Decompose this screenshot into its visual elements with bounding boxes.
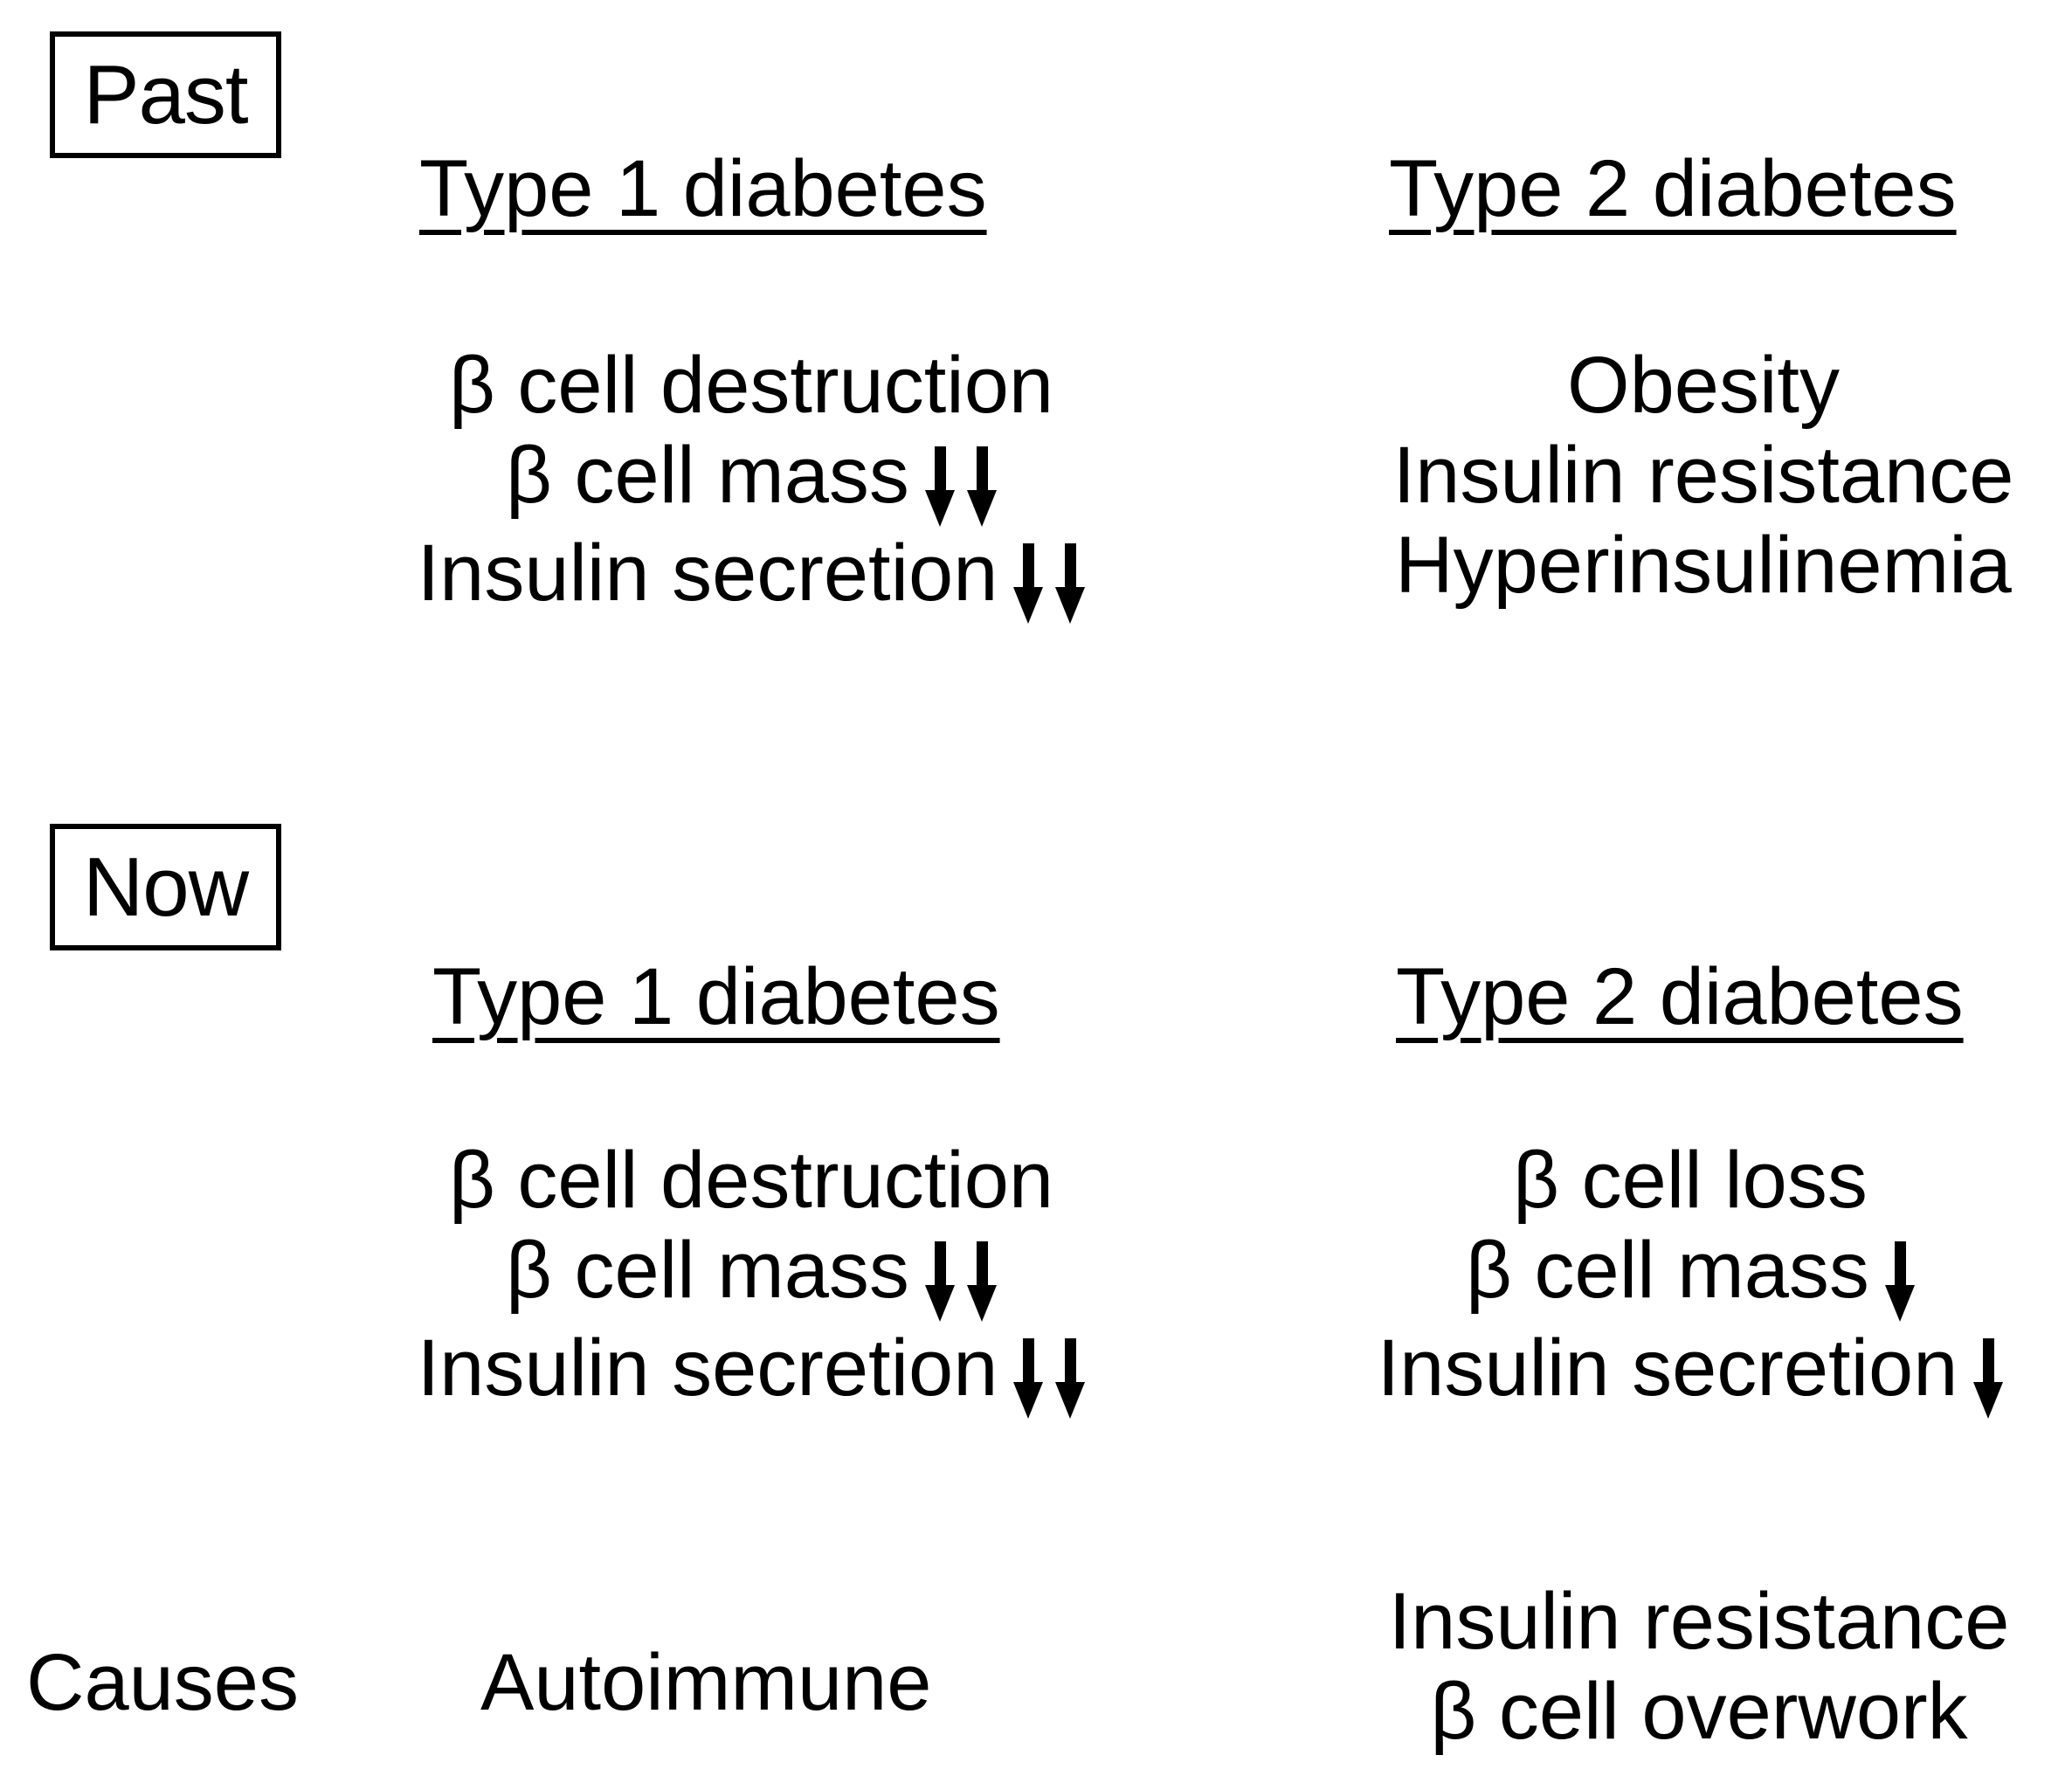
down-arrow-icon bbox=[1055, 1337, 1086, 1420]
era-badge-now: Now bbox=[50, 824, 281, 950]
feature-line: β cell mass bbox=[367, 431, 1136, 529]
feature-line: β cell mass bbox=[1310, 1226, 2070, 1323]
causes-type2-values: Insulin resistance β cell overwork bbox=[1328, 1577, 2070, 1757]
heading-past-type1: Type 1 diabetes bbox=[419, 144, 987, 233]
feature-text: β cell destruction bbox=[448, 1136, 1054, 1225]
features-now-type2: β cell loss β cell mass Insulin secretio… bbox=[1310, 1136, 2070, 1420]
down-arrow-double-icon bbox=[1010, 1329, 1086, 1421]
causes-line: β cell overwork bbox=[1328, 1667, 2070, 1757]
down-arrow-icon bbox=[966, 445, 997, 529]
era-badge-past: Past bbox=[50, 31, 281, 158]
feature-text: Insulin resistance bbox=[1392, 431, 2014, 521]
feature-line: β cell loss bbox=[1310, 1136, 2070, 1226]
feature-line: Insulin secretion bbox=[1310, 1323, 2070, 1421]
feature-text: Insulin secretion bbox=[1377, 1323, 1958, 1413]
feature-line: β cell destruction bbox=[367, 341, 1136, 431]
feature-line: Obesity bbox=[1336, 341, 2070, 431]
feature-text: β cell mass bbox=[1466, 1226, 1869, 1316]
feature-line: β cell mass bbox=[367, 1226, 1136, 1323]
heading-now-type1: Type 1 diabetes bbox=[432, 952, 1000, 1041]
features-past-type1: β cell destruction β cell mass Insulin s… bbox=[367, 341, 1136, 625]
feature-line: Insulin resistance bbox=[1336, 431, 2070, 521]
causes-text: β cell overwork bbox=[1430, 1667, 1968, 1757]
feature-text: β cell loss bbox=[1513, 1136, 1868, 1225]
era-badge-now-label: Now bbox=[82, 840, 249, 934]
feature-text: Hyperinsulinemia bbox=[1395, 521, 2012, 611]
down-arrow-double-icon bbox=[922, 436, 997, 529]
down-arrow-icon bbox=[924, 445, 955, 529]
down-arrow-icon bbox=[966, 1240, 997, 1323]
feature-text: Insulin secretion bbox=[417, 1323, 998, 1413]
feature-text: Obesity bbox=[1567, 341, 1840, 430]
down-arrow-double-icon bbox=[1010, 534, 1086, 626]
feature-text: Insulin secretion bbox=[417, 528, 998, 618]
down-arrow-double-icon bbox=[922, 1231, 997, 1323]
features-now-type1: β cell destruction β cell mass Insulin s… bbox=[367, 1136, 1136, 1420]
down-arrow-icon bbox=[1055, 542, 1086, 625]
feature-text: β cell mass bbox=[506, 1226, 909, 1316]
feature-text: β cell destruction bbox=[448, 341, 1054, 430]
causes-row-label: Causes bbox=[26, 1638, 299, 1727]
feature-line: Insulin secretion bbox=[367, 529, 1136, 626]
down-arrow-icon bbox=[924, 1240, 955, 1323]
causes-type1-value: Autoimmune bbox=[480, 1638, 932, 1727]
feature-line: Hyperinsulinemia bbox=[1336, 521, 2070, 611]
causes-text: Insulin resistance bbox=[1388, 1577, 2010, 1666]
feature-text: β cell mass bbox=[506, 431, 909, 521]
feature-line: β cell destruction bbox=[367, 1136, 1136, 1226]
down-arrow-icon bbox=[1973, 1337, 2004, 1420]
down-arrow-single-icon bbox=[1882, 1231, 1915, 1323]
heading-now-type2: Type 2 diabetes bbox=[1396, 952, 1964, 1041]
down-arrow-single-icon bbox=[1970, 1329, 2004, 1421]
down-arrow-icon bbox=[1884, 1240, 1915, 1323]
causes-line: Insulin resistance bbox=[1328, 1577, 2070, 1667]
down-arrow-icon bbox=[1013, 1337, 1044, 1420]
era-badge-past-label: Past bbox=[83, 47, 248, 142]
down-arrow-icon bbox=[1013, 542, 1044, 625]
features-past-type2: Obesity Insulin resistance Hyperinsuline… bbox=[1336, 341, 2070, 611]
heading-past-type2: Type 2 diabetes bbox=[1389, 144, 1957, 233]
feature-line: Insulin secretion bbox=[367, 1323, 1136, 1421]
